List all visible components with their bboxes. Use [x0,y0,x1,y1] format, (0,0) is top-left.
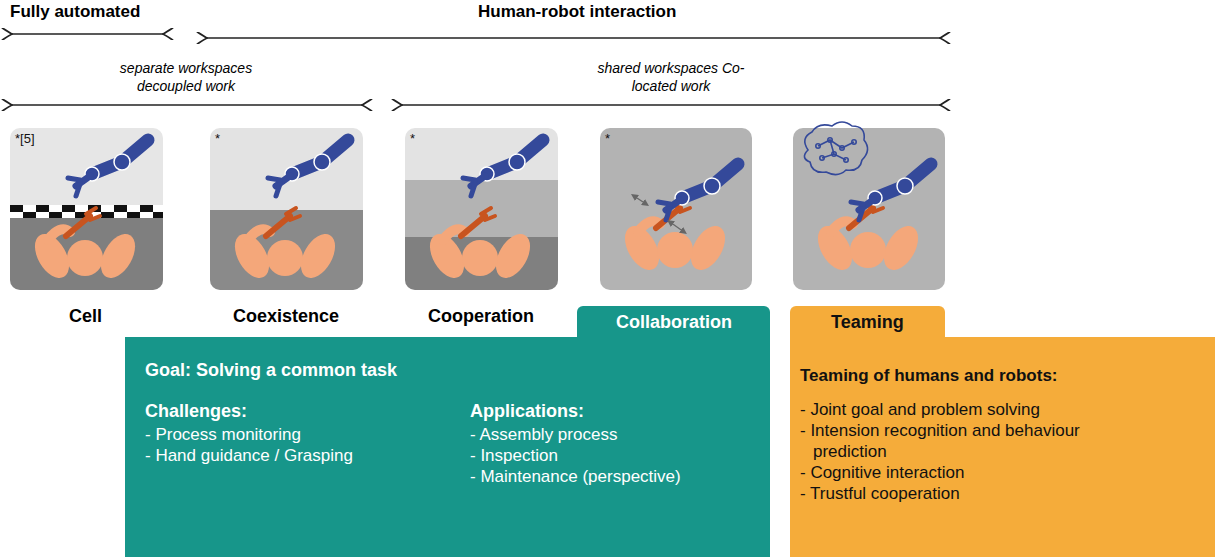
stage-tile: * [210,128,363,290]
list-item: - Maintenance (perspective) [470,466,760,487]
reference-mark: * [605,131,610,146]
list-item: - Assembly process [470,424,760,445]
stage-label: Coexistence [233,305,339,328]
challenge-list: Challenges:- Process monitoring- Hand gu… [145,401,445,466]
stage-panel: CollaborationGoal: Solving a common task… [125,306,770,557]
section-heading: Fully automated [10,1,140,22]
section-heading: Human-robot interaction [478,1,676,22]
application-list: Applications:- Assembly process- Inspect… [470,401,760,487]
workspace-note: shared workspaces Co-located work [591,60,751,95]
stage-tile: *[5] [10,128,163,290]
list-item: - Process monitoring [145,424,445,445]
stage-label: Cooperation [428,305,534,328]
teaming-list: - Joint goal and problem solving- Intens… [800,399,1140,504]
stage-panel: TeamingTeaming of humans and robots: - Jo… [790,306,1215,557]
stage-tile: * [600,128,753,290]
panel-heading: Teaming of humans and robots: [800,366,1058,386]
reference-mark: * [215,131,220,146]
list-heading: Challenges: [145,401,445,422]
tab-title: Teaming [831,312,904,333]
stage-tile: * [405,128,558,290]
reference-mark: * [410,131,415,146]
list-item: - Cognitive interaction [800,462,1140,483]
tab-title: Collaboration [616,312,732,333]
list-heading: Applications: [470,401,760,422]
list-item: - Joint goal and problem solving [800,399,1140,420]
reference-mark: *[5] [15,131,35,146]
list-item: - Inspection [470,445,760,466]
panel-heading: Goal: Solving a common task [145,360,397,381]
workspace-note: separate workspaces decoupled work [101,60,271,95]
list-item: - Hand guidance / Grasping [145,445,445,466]
list-item: - Trustful cooperation [800,483,1140,504]
stage-label: Cell [69,305,102,328]
list-item: - Intension recognition and behaviour pr… [800,420,1140,462]
